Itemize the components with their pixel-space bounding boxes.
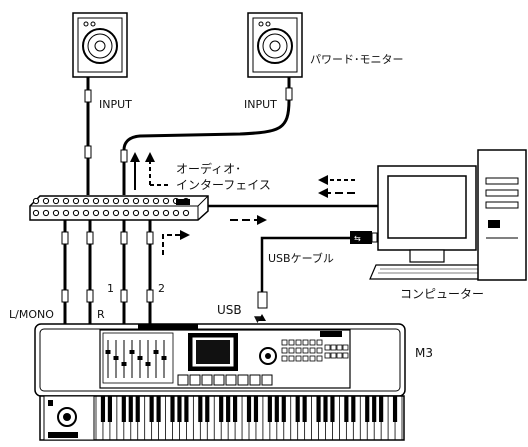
usb-cable-label: USBケーブル [268,251,334,265]
m3-keyboard [34,323,406,441]
r-label: R [97,308,105,321]
monitor-cables [84,77,293,195]
output-cables [61,220,154,326]
svg-text:⇆: ⇆ [354,234,361,243]
usb-port-label: USB [217,303,242,317]
powered-monitors-label: パワード･モニター [310,53,404,66]
out-1-label: 1 [107,282,114,295]
audio-interface-unit [29,195,209,221]
out-2-label: 2 [158,282,165,295]
svg-text:▼: ▼ [254,315,261,325]
computer-label: コンピューター [400,287,484,301]
left-monitor-input-label: INPUT [99,98,132,111]
computer [369,149,527,281]
right-monitor-speaker [247,12,303,78]
audio-out-arrows [130,152,170,190]
l-mono-label: L/MONO [9,308,54,321]
audio-interface-label-1: オーディオ･ [176,161,241,176]
right-monitor-input-label: INPUT [244,98,277,111]
usb-cable-assembly: ⇆ ▼ [254,231,378,325]
data-flow-arrows [162,175,355,255]
left-monitor-speaker [72,12,128,78]
m3-label: M3 [415,346,433,360]
audio-interface-label-2: インターフェイス [176,178,271,192]
